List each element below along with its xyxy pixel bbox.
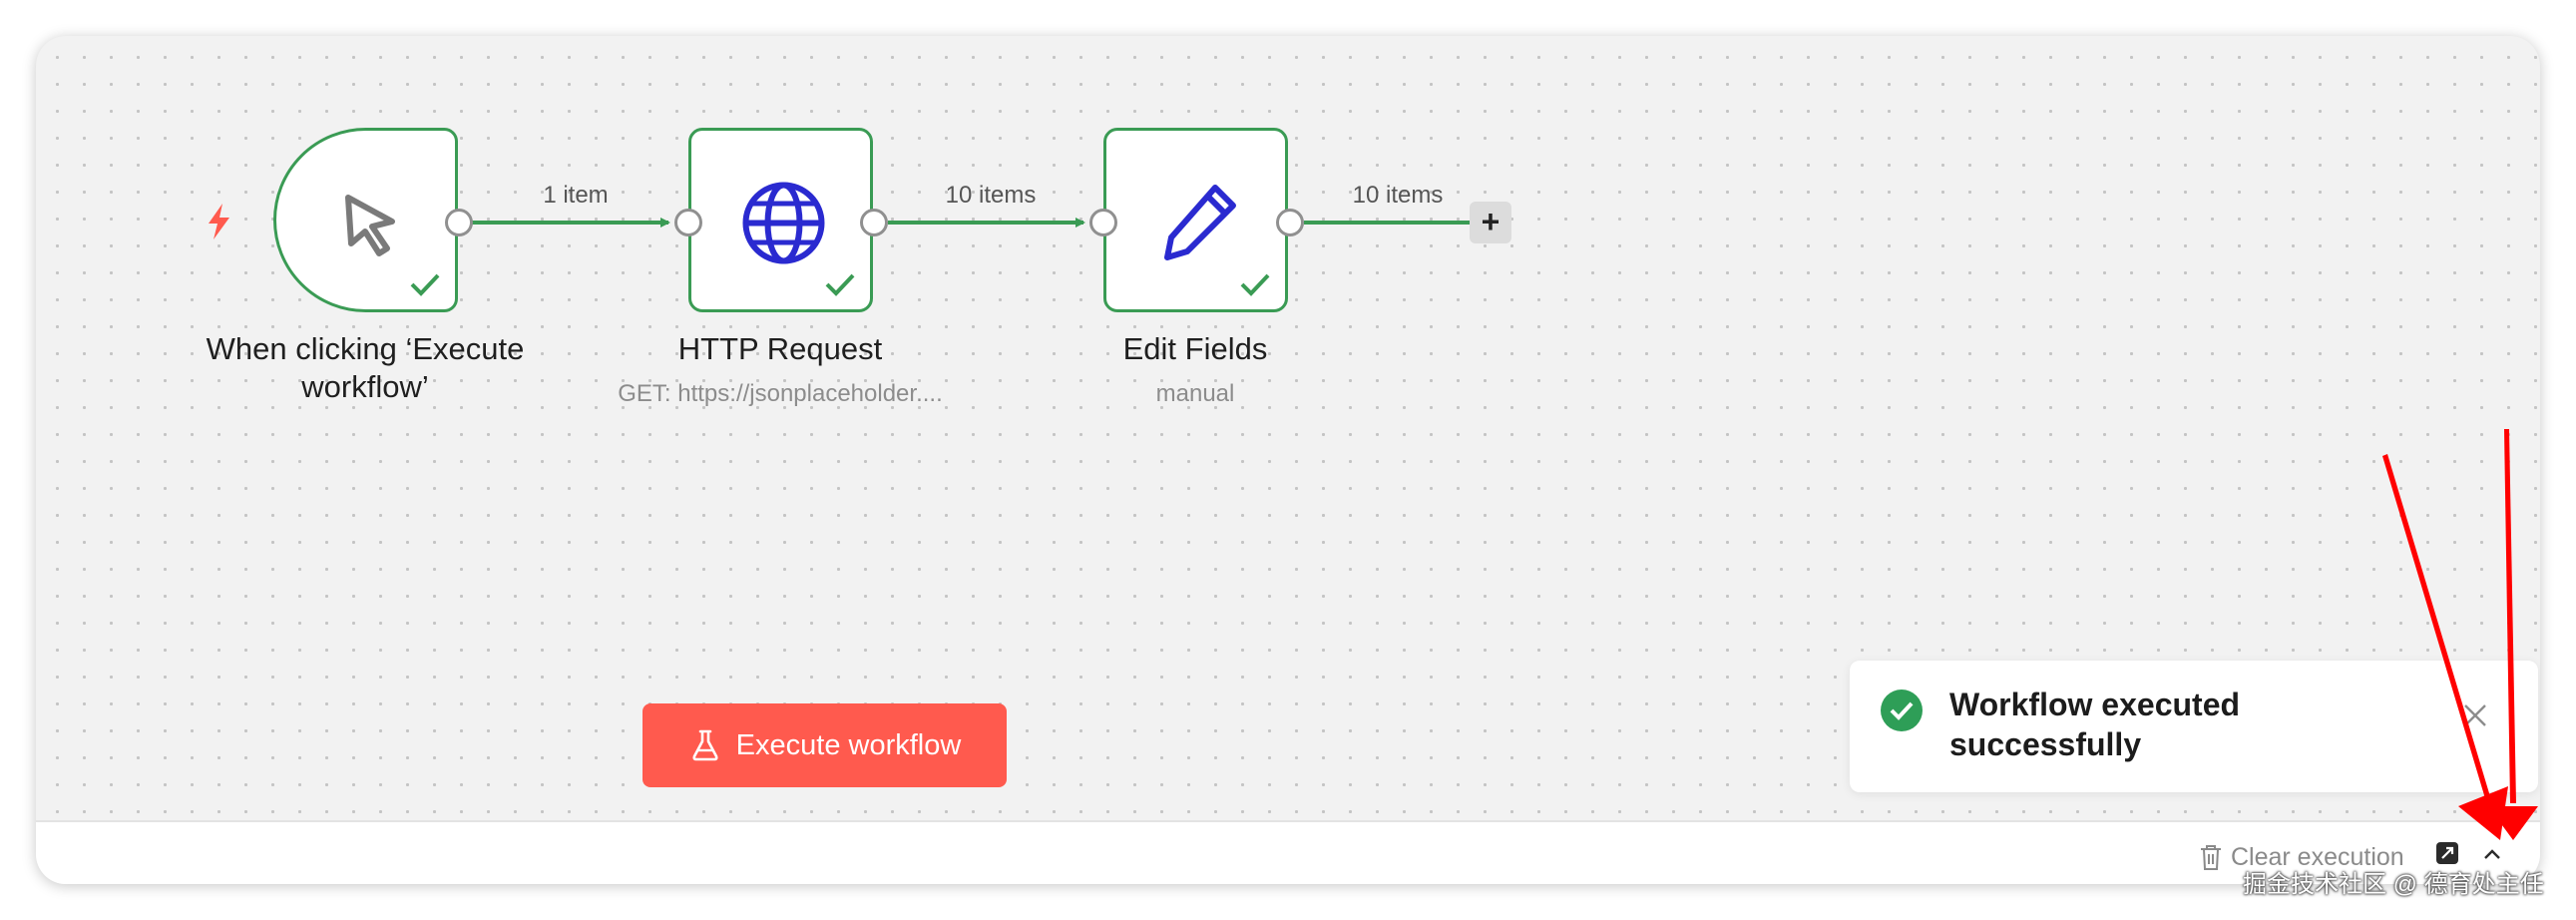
node-http-request[interactable]	[688, 128, 873, 312]
clear-execution-label: Clear execution	[2231, 842, 2404, 871]
edge-label: 1 item	[543, 182, 609, 209]
watermark: 掘金技术社区 @ 德育处主任	[2243, 871, 2544, 898]
node-subtitle: manual	[1155, 380, 1235, 407]
check-circle-icon	[1881, 690, 1923, 731]
bolt-icon	[209, 204, 229, 239]
cursor-icon	[345, 195, 395, 256]
output-handle[interactable]	[445, 209, 473, 236]
output-handle[interactable]	[860, 209, 888, 236]
add-node-button[interactable]: +	[1470, 202, 1511, 243]
node-edit-fields[interactable]	[1103, 128, 1288, 312]
globe-icon	[742, 182, 825, 264]
flask-icon	[692, 729, 718, 761]
edge-label: 10 items	[1352, 182, 1444, 209]
execute-workflow-label: Execute workflow	[735, 728, 962, 761]
trash-icon	[2201, 845, 2221, 870]
execute-workflow-button[interactable]: Execute workflow	[643, 703, 1007, 787]
node-manual-trigger[interactable]	[273, 128, 458, 312]
check-icon	[1240, 273, 1270, 296]
workflow-canvas[interactable]: When clicking ‘Execute workflow’ HTTP Re…	[36, 36, 2540, 884]
zoom-to-fit-icon[interactable]	[2434, 840, 2460, 866]
node-title: HTTP Request	[677, 331, 883, 366]
toast-message: Workflow executed successfully	[1949, 687, 2241, 762]
success-toast: Workflow executed successfully	[1850, 661, 2538, 792]
node-title: Edit Fields	[1122, 331, 1268, 366]
canvas-footer	[36, 820, 2540, 884]
input-handle[interactable]	[674, 209, 702, 236]
edge-label: 10 items	[945, 182, 1037, 209]
output-handle[interactable]	[1276, 209, 1304, 236]
chevron-up-icon[interactable]	[2480, 842, 2504, 866]
connections-layer	[472, 218, 1471, 228]
check-icon	[410, 273, 440, 296]
check-icon	[825, 273, 855, 296]
close-icon[interactable]	[2462, 702, 2488, 728]
pencil-icon	[1164, 185, 1236, 260]
node-title: When clicking ‘Execute workflow’	[206, 331, 525, 404]
clear-execution-button[interactable]: Clear execution	[2199, 840, 2404, 874]
input-handle[interactable]	[1089, 209, 1117, 236]
node-subtitle: GET: https://jsonplaceholder....	[618, 380, 943, 407]
